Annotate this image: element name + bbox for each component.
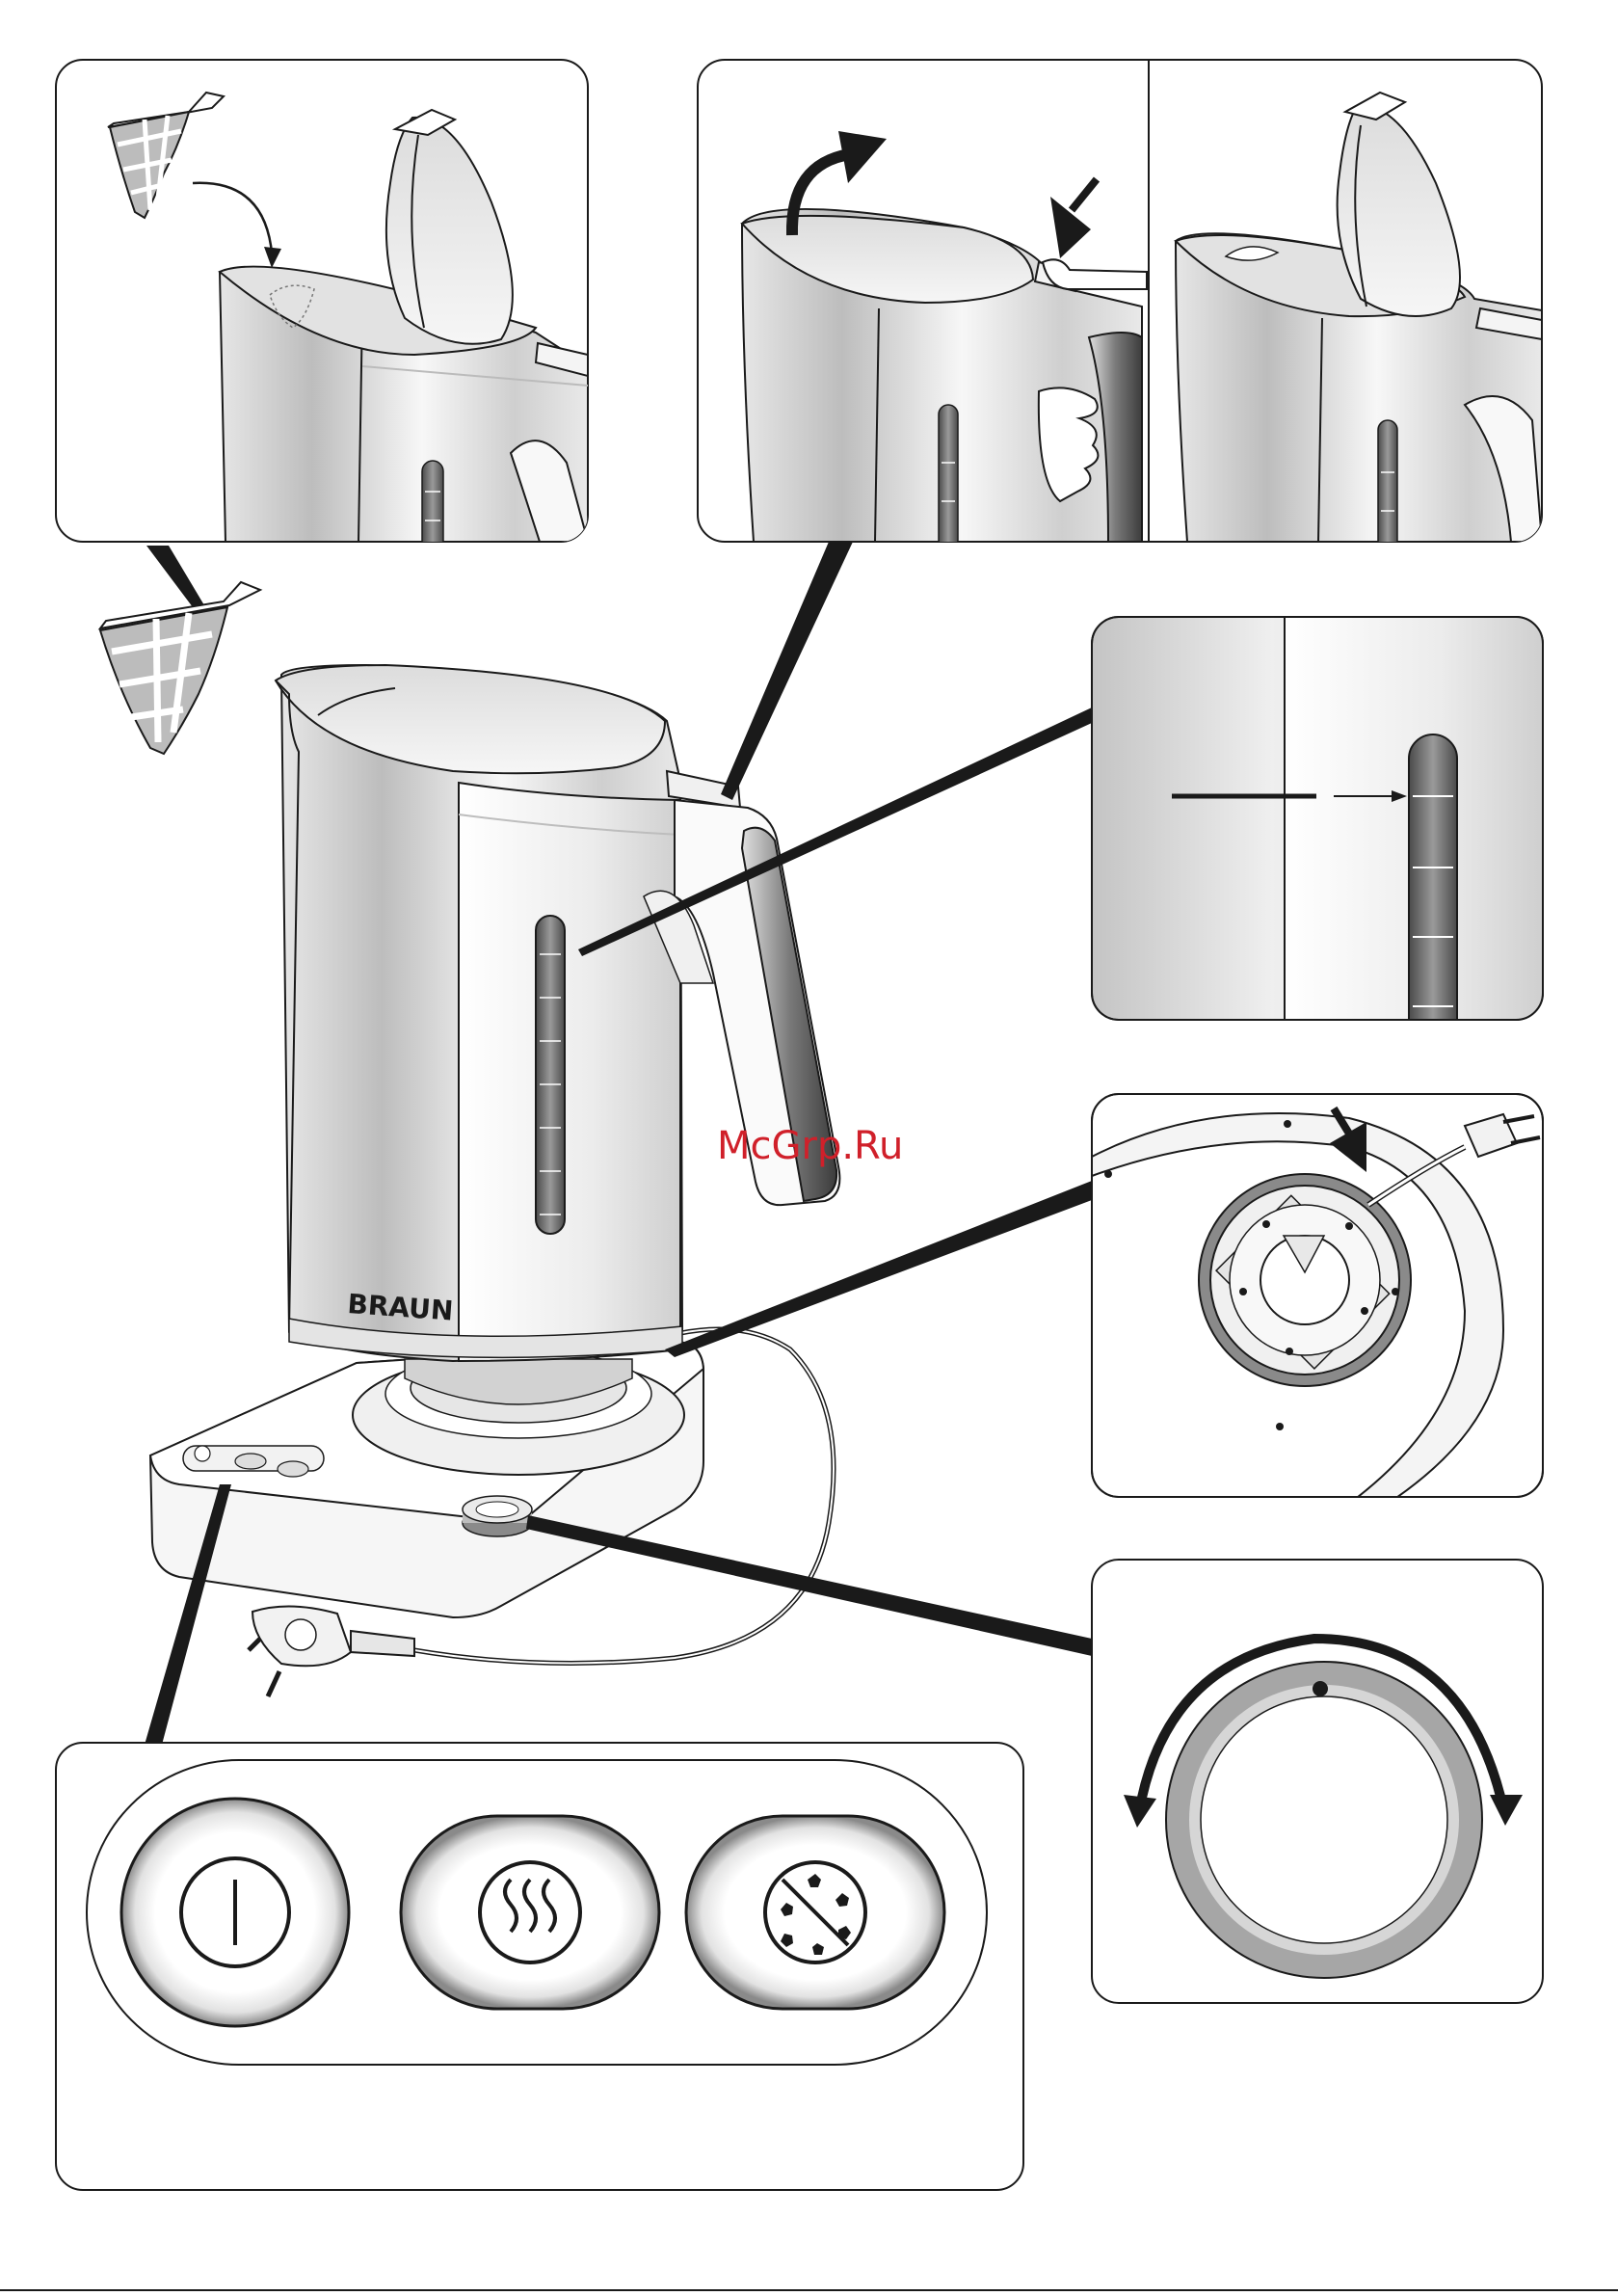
filter-callout-icon [100,582,260,754]
panel-lid-opening [698,60,1542,555]
power-button[interactable] [121,1799,349,2026]
panel-temperature-dial [1092,1560,1543,2003]
plug-icon [249,1606,414,1696]
keep-warm-button[interactable] [401,1816,659,2009]
watermark-text: McGrp.Ru [717,1124,903,1168]
main-kettle: BRAUN [150,665,839,1696]
panel-control-buttons [56,1743,1023,2190]
decalcify-button[interactable] [686,1816,944,2009]
kettle-water-gauge [536,916,565,1234]
water-gauge-icon [1409,734,1457,1043]
base-dial [463,1496,532,1536]
panel-filter-insertion [56,60,588,557]
panel-water-level-window [1092,617,1543,1043]
panel-base-cord-storage [1092,1094,1543,1504]
